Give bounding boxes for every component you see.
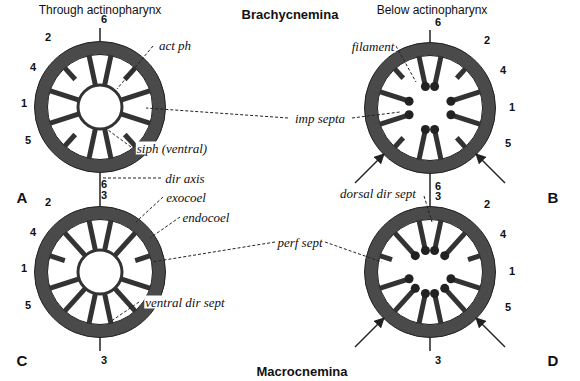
septum-pair-number: 5	[505, 138, 511, 149]
septum-pair-number: 4	[500, 229, 506, 240]
panel-letter: B	[548, 190, 559, 205]
septum-pair-number: 3	[435, 355, 441, 366]
septum-pair-number: 6	[435, 17, 441, 28]
group-name: Macrocnemina	[256, 365, 347, 378]
callout-label: act ph	[158, 39, 192, 52]
leader-lines	[103, 46, 432, 322]
callout-label: exocoel	[165, 191, 207, 204]
callout-label: perf sept	[276, 236, 323, 249]
callout-label: ventral dir sept	[144, 296, 225, 309]
callout-label: filament	[351, 40, 396, 53]
septum-pair-number: 1	[509, 266, 515, 277]
septum-pair-number: 1	[21, 98, 27, 109]
callout-label: dir axis	[164, 172, 205, 185]
septum-pair-number: 2	[45, 197, 51, 208]
panel-letter: A	[17, 190, 28, 205]
septum-pair-number: 2	[484, 199, 490, 210]
septum-pair-number: 5	[25, 135, 31, 146]
septum-pair-number: 1	[21, 263, 27, 274]
septum-pair-number: 3	[435, 191, 441, 202]
septum-pair-number: 5	[25, 300, 31, 311]
septum-pair-number: 6	[101, 14, 107, 25]
septum-pair-number: 4	[500, 65, 506, 76]
panel-letter: C	[17, 353, 28, 368]
septum-pair-number: 4	[30, 62, 36, 73]
septum-pair-number: 2	[45, 32, 51, 43]
group-name: Brachycnemina	[242, 8, 339, 21]
septum-pair-number: 6	[435, 181, 441, 192]
section-c	[35, 207, 166, 338]
section-b	[355, 43, 505, 184]
septum-pair-number: 3	[101, 355, 107, 366]
septum-pair-number: 4	[30, 227, 36, 238]
panel-letter: D	[548, 353, 559, 368]
column-heading: Through actinopharynx	[39, 4, 162, 16]
callout-label: dorsal dir sept	[339, 187, 417, 200]
septum-pair-number: 1	[509, 102, 515, 113]
callout-label: imp septa	[294, 112, 346, 125]
column-heading: Below actinopharynx	[377, 4, 488, 16]
septum-pair-number: 5	[505, 302, 511, 313]
septum-pair-number: 6	[101, 179, 107, 190]
section-d	[355, 207, 505, 348]
septum-pair-number: 2	[484, 35, 490, 46]
callout-label: siph (ventral)	[136, 142, 208, 155]
callout-label: endocoel	[182, 211, 231, 224]
septum-pair-number: 3	[101, 190, 107, 201]
